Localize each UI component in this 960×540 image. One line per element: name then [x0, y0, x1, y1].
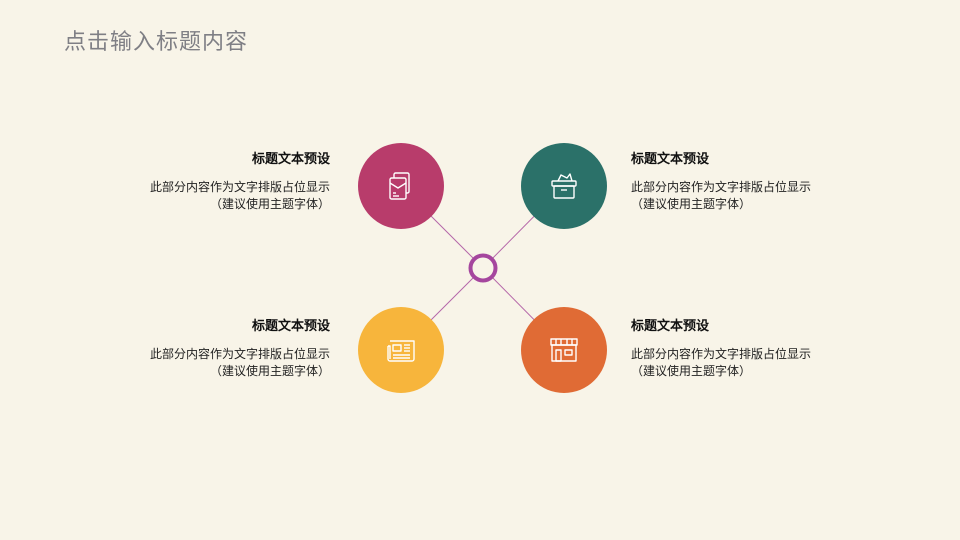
newspaper-icon [387, 340, 415, 362]
item-description[interactable]: 此部分内容作为文字排版占位显示 （建议使用主题字体） [631, 347, 812, 378]
page-title[interactable]: 点击输入标题内容 [64, 30, 249, 55]
node-newspaper [358, 307, 444, 393]
node-document [358, 143, 444, 229]
hub-ring [468, 253, 498, 283]
text-block-bottom-right: 标题文本预设 此部分内容作为文字排版占位显示 （建议使用主题字体） [631, 315, 891, 380]
item-title[interactable]: 标题文本预设 [251, 319, 330, 334]
text-block-top-right: 标题文本预设 此部分内容作为文字排版占位显示 （建议使用主题字体） [631, 148, 891, 213]
node-store [521, 307, 607, 393]
box-icon [551, 173, 577, 199]
item-description[interactable]: 此部分内容作为文字排版占位显示 （建议使用主题字体） [149, 180, 330, 211]
item-description[interactable]: 此部分内容作为文字排版占位显示 （建议使用主题字体） [149, 347, 330, 378]
text-block-bottom-left: 标题文本预设 此部分内容作为文字排版占位显示 （建议使用主题字体） [70, 315, 330, 380]
node-box [521, 143, 607, 229]
item-title[interactable]: 标题文本预设 [631, 152, 710, 167]
store-icon [550, 338, 578, 362]
document-icon [389, 172, 410, 200]
item-title[interactable]: 标题文本预设 [251, 152, 330, 167]
item-title[interactable]: 标题文本预设 [631, 319, 710, 334]
item-description[interactable]: 此部分内容作为文字排版占位显示 （建议使用主题字体） [631, 180, 812, 211]
text-block-top-left: 标题文本预设 此部分内容作为文字排版占位显示 （建议使用主题字体） [70, 148, 330, 213]
